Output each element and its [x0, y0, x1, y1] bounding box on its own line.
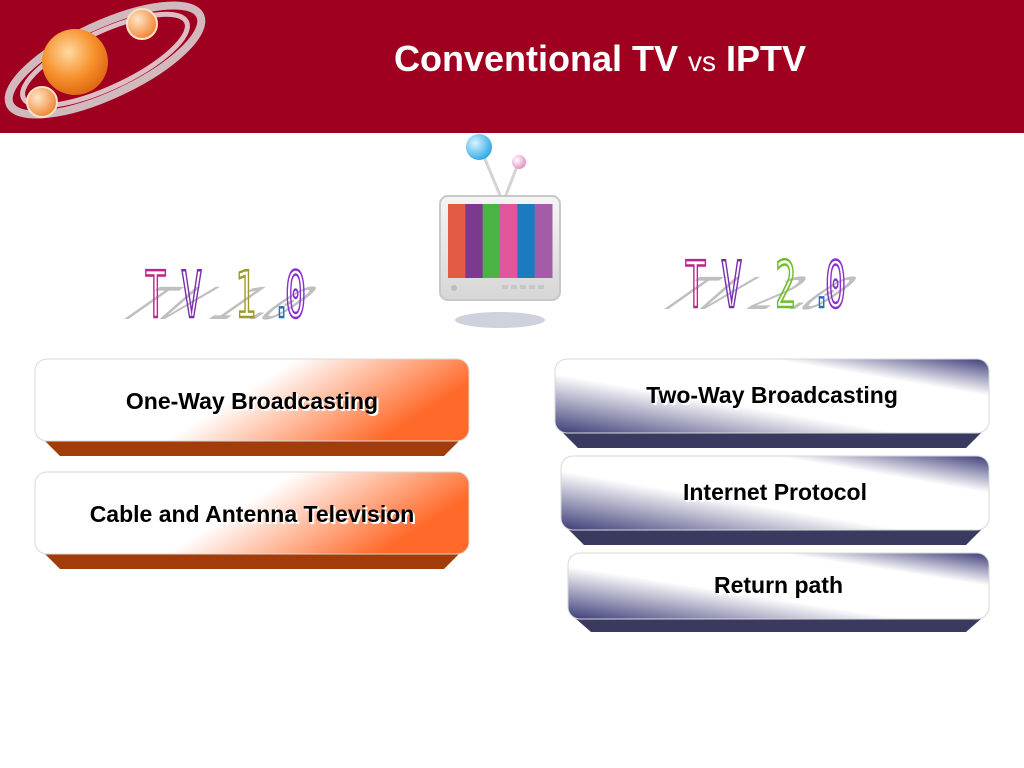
- slide-title: Conventional TV vs IPTV: [300, 38, 900, 80]
- box-label: Internet Protocol: [682, 479, 867, 505]
- label-char: .: [271, 259, 292, 333]
- label-char: T: [145, 259, 166, 333]
- tv-color-bars: [448, 204, 553, 278]
- tv-color-bar: [448, 204, 466, 278]
- box-cable-antenna: Cable and Antenna Television: [34, 471, 470, 571]
- title-part2: IPTV: [726, 38, 807, 79]
- box-label: Two-Way Broadcasting: [646, 382, 898, 408]
- label-char: .: [811, 249, 832, 323]
- box-label: Cable and Antenna Television: [89, 501, 415, 527]
- title-vs: vs: [688, 46, 716, 77]
- tv-color-bar: [517, 204, 536, 278]
- label-char: T: [685, 249, 706, 323]
- retro-tv-icon: [439, 134, 561, 328]
- label-char: 0: [285, 259, 306, 333]
- box-two-way-broadcasting: Two-Way Broadcasting: [554, 358, 990, 450]
- box-internet-protocol: Internet Protocol: [560, 455, 990, 547]
- orbit-logo-icon: [4, 1, 206, 119]
- box-one-way-broadcasting: One-Way Broadcasting: [34, 358, 470, 458]
- box-return-path: Return path: [567, 552, 990, 634]
- box-label: One-Way Broadcasting: [125, 388, 379, 414]
- label-char: 2: [775, 249, 796, 323]
- tv-color-bar: [465, 204, 484, 278]
- label-char: V: [721, 249, 742, 323]
- box-label: Return path: [713, 572, 844, 598]
- label-char: 1: [235, 259, 256, 333]
- title-part1: Conventional TV: [393, 38, 678, 79]
- tv-color-bar: [482, 204, 501, 278]
- label-char: 0: [825, 249, 846, 323]
- header-bar: Conventional TV vs IPTV: [0, 0, 1024, 133]
- tv-color-bar: [534, 204, 553, 278]
- tv-color-bar: [500, 204, 518, 278]
- label-char: V: [181, 259, 202, 333]
